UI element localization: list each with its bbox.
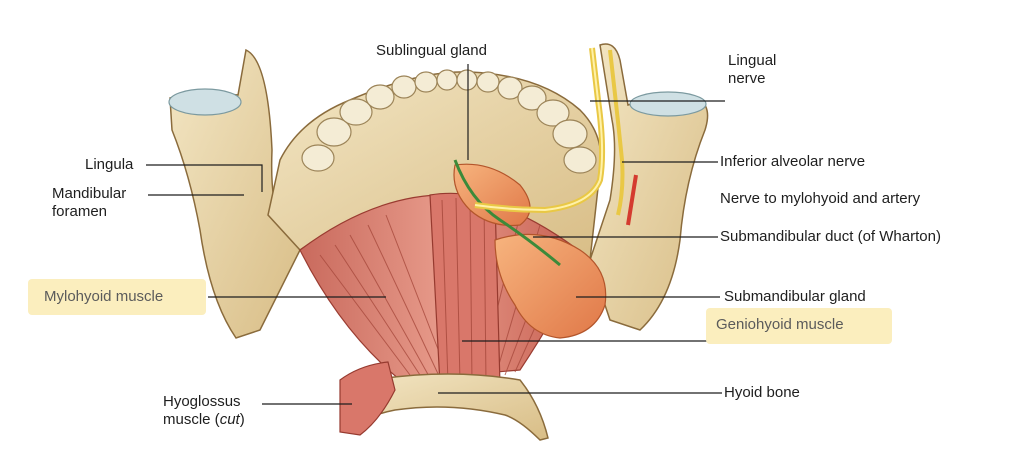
teeth — [301, 69, 597, 174]
highlight-mylohyoid: Mylohyoid muscle — [28, 279, 206, 315]
label-mandibular-foramen-line1: Mandibular — [52, 185, 127, 202]
inferior-alveolar-nerve-shape — [608, 49, 625, 216]
hyoglossus-suffix: ) — [239, 411, 245, 428]
submandibular-gland-shape — [494, 233, 607, 339]
label-hyoid-bone: Hyoid bone — [724, 384, 800, 401]
label-inferior-alveolar-nerve: Inferior alveolar nerve — [720, 153, 866, 170]
right-condyle — [629, 91, 707, 117]
label-hyoglossus-line2: muscle (cut) — [163, 411, 245, 429]
label-hyoglossus-line1: Hyoglossus — [163, 393, 241, 410]
hyoglossus-shape — [339, 361, 396, 436]
highlight-geniohyoid: Geniohyoid muscle — [706, 308, 892, 344]
label-lingual-nerve-line2: nerve — [728, 70, 766, 87]
label-lingula: Lingula — [85, 156, 134, 173]
submandibular-duct-shape — [453, 159, 561, 267]
label-lingual-nerve-line1: Lingual — [728, 52, 777, 69]
label-nerve-to-mylohyoid: Nerve to mylohyoid and artery — [720, 190, 921, 207]
label-geniohyoid-muscle: Geniohyoid muscle — [716, 316, 844, 333]
label-submandibular-gland: Submandibular gland — [724, 288, 866, 305]
leader-lines — [146, 64, 725, 405]
artery-shape — [626, 174, 638, 226]
label-submandibular-duct: Submandibular duct (of Wharton) — [720, 228, 941, 245]
label-mandibular-foramen-line2: foramen — [52, 203, 108, 220]
right-ramus — [589, 43, 709, 331]
hyoglossus-prefix: muscle ( — [163, 411, 220, 428]
label-mylohyoid-muscle: Mylohyoid muscle — [44, 288, 164, 305]
left-condyle — [168, 88, 242, 116]
hyoglossus-italic: cut — [219, 411, 240, 428]
label-sublingual-gland: Sublingual gland — [376, 42, 487, 59]
